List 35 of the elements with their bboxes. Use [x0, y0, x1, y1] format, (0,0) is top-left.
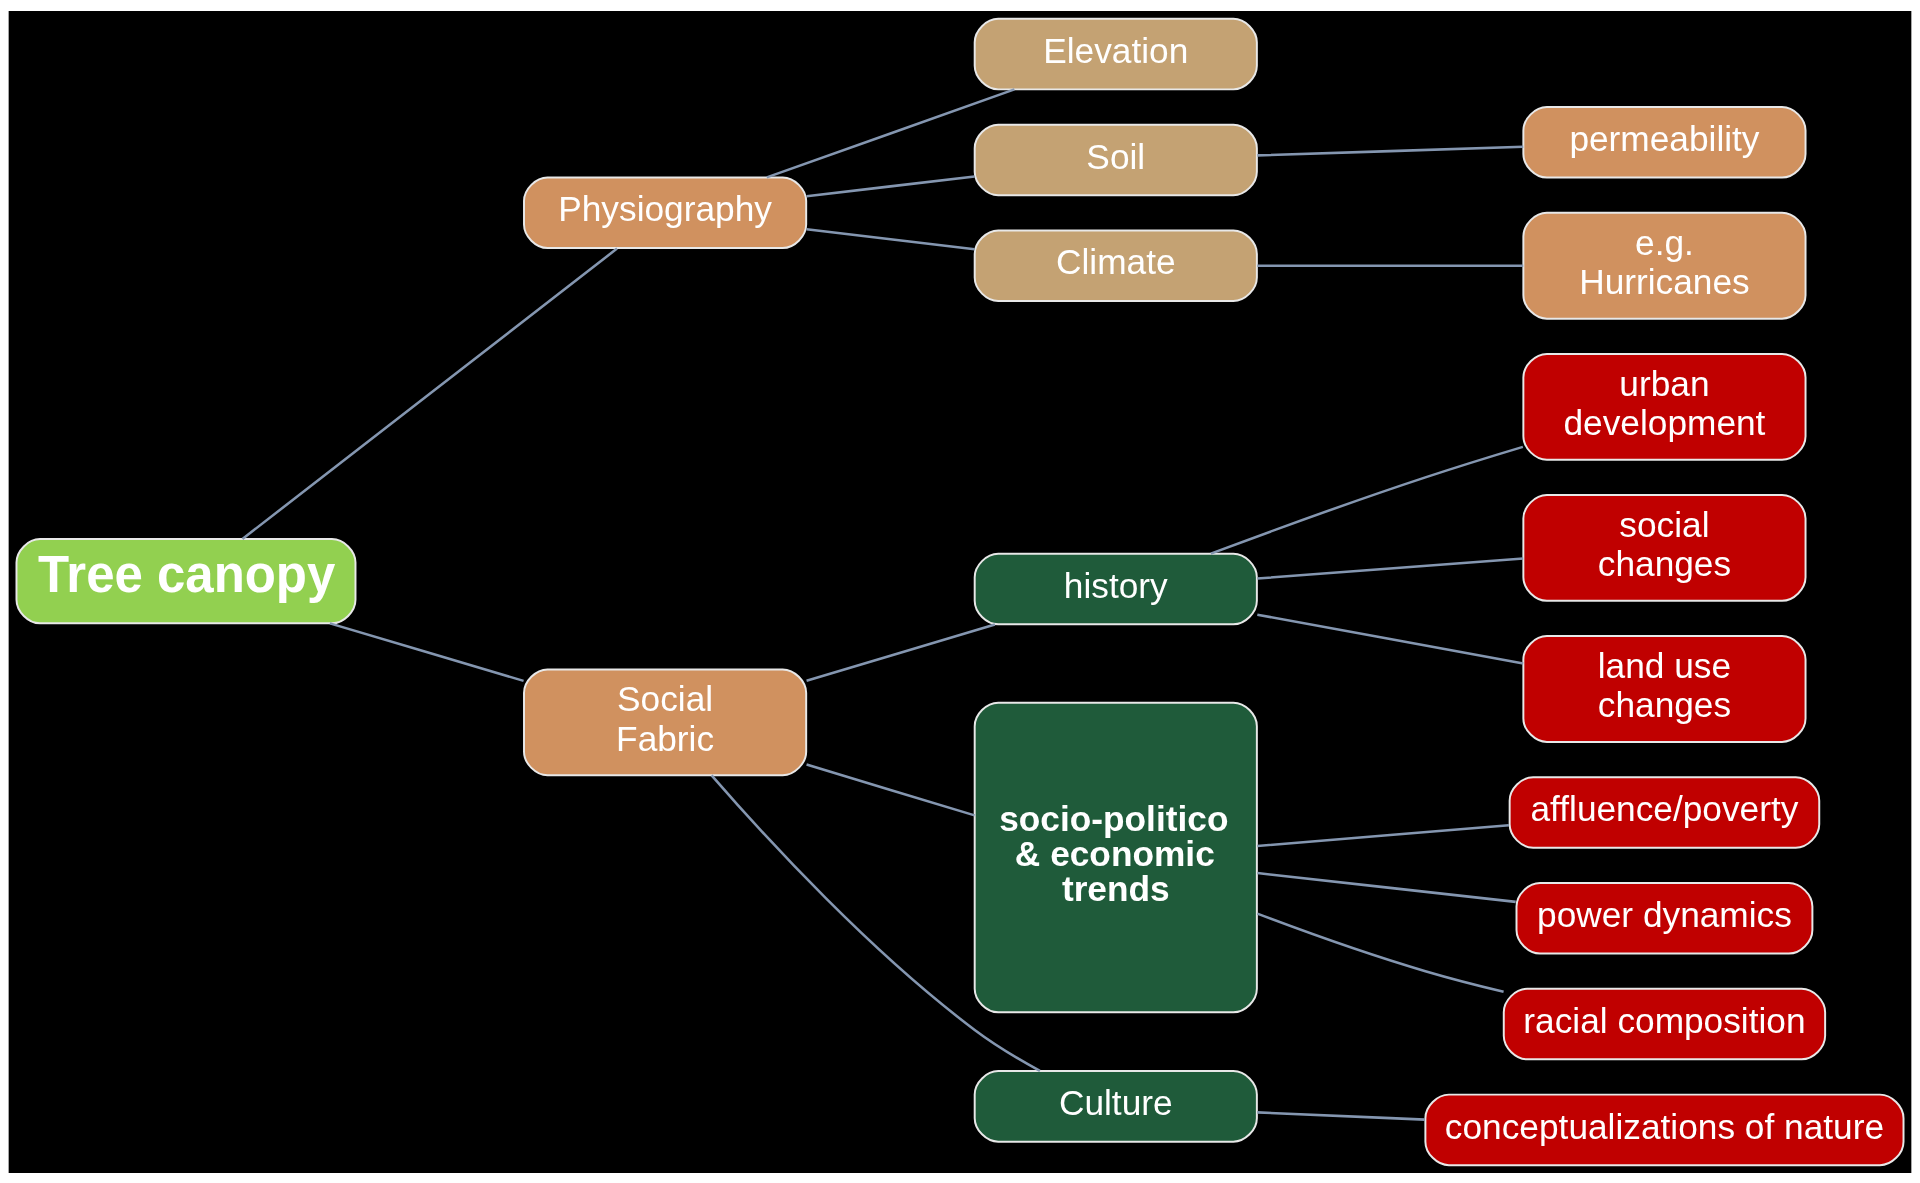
node-box: affluence/poverty — [1508, 775, 1821, 849]
node-box: conceptualizations of nature — [1424, 1093, 1905, 1166]
connector — [1257, 1110, 1425, 1121]
node-box: land use changes — [1522, 634, 1807, 743]
node-box: urban development — [1522, 352, 1807, 461]
node-box: Social Fabric — [523, 667, 808, 776]
node-box: permeability — [1522, 105, 1807, 179]
connector — [766, 87, 1015, 179]
node-box: Culture — [973, 1069, 1258, 1143]
node-box: Physiography — [523, 176, 808, 249]
connector — [1210, 445, 1524, 555]
node-box: Climate — [973, 229, 1258, 302]
node-box: Elevation — [973, 17, 1258, 90]
node-box: history — [973, 552, 1258, 625]
connector — [806, 622, 996, 682]
connector — [1257, 823, 1509, 847]
node-box: social changes — [1522, 493, 1807, 602]
connector — [806, 762, 975, 817]
node-box: power dynamics — [1515, 881, 1814, 954]
node-box: Tree canopy — [15, 537, 357, 624]
connector — [1257, 612, 1524, 665]
node-box: Soil — [973, 123, 1258, 196]
connector — [241, 247, 618, 540]
connector — [806, 227, 975, 251]
connector — [1256, 911, 1504, 993]
connector — [329, 621, 524, 682]
connector — [1257, 145, 1524, 157]
connector — [806, 174, 975, 198]
connector — [1257, 871, 1516, 903]
connector — [1257, 263, 1524, 267]
connector — [1257, 556, 1524, 580]
connector — [710, 773, 1041, 1072]
node-box: socio-politico & economic trends — [973, 701, 1258, 1013]
node-box: e.g. Hurricanes — [1522, 211, 1807, 320]
node-box: racial composition — [1502, 987, 1827, 1060]
